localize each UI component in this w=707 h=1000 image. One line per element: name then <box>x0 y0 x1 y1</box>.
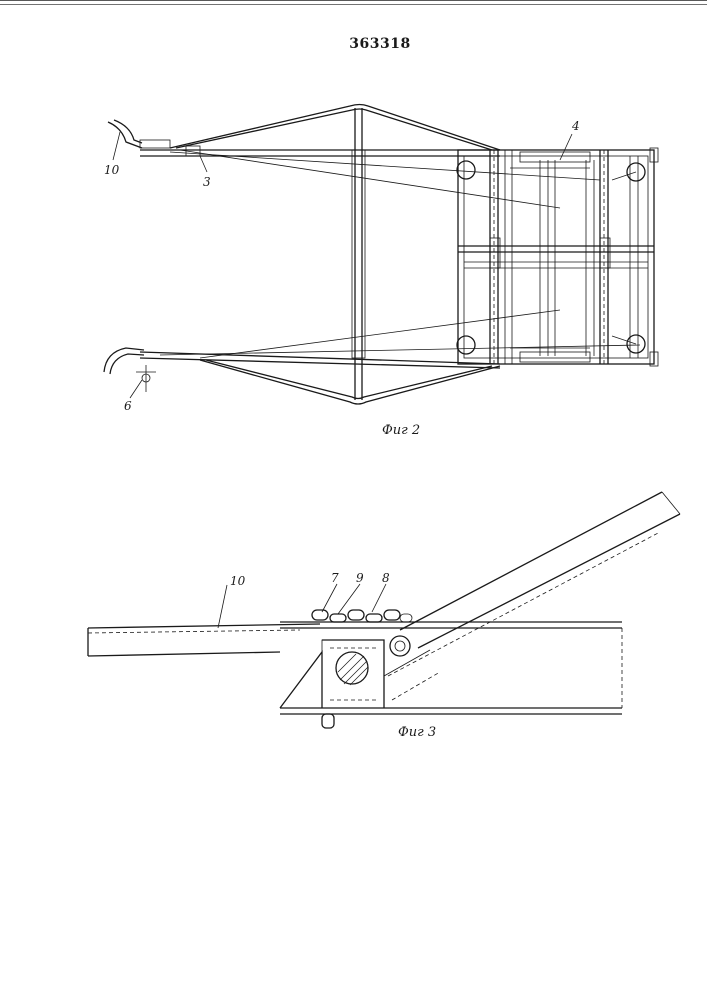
fig3-label-9: 9 <box>356 571 364 585</box>
fig3-label-10: 10 <box>230 574 246 588</box>
figure-3-drawing <box>88 492 680 728</box>
fig2-caption: Фиг 2 <box>382 423 420 438</box>
fig2-label-10: 10 <box>104 163 120 177</box>
fig2-label-4: 4 <box>571 119 580 133</box>
fig2-label-3: 3 <box>203 175 211 189</box>
fig3-label-7: 7 <box>331 571 339 585</box>
fig3-label-8: 8 <box>382 571 390 585</box>
fig3-caption: Фиг 3 <box>398 725 436 740</box>
figure-2-drawing <box>104 105 658 405</box>
fig2-label-6: 6 <box>124 399 132 413</box>
